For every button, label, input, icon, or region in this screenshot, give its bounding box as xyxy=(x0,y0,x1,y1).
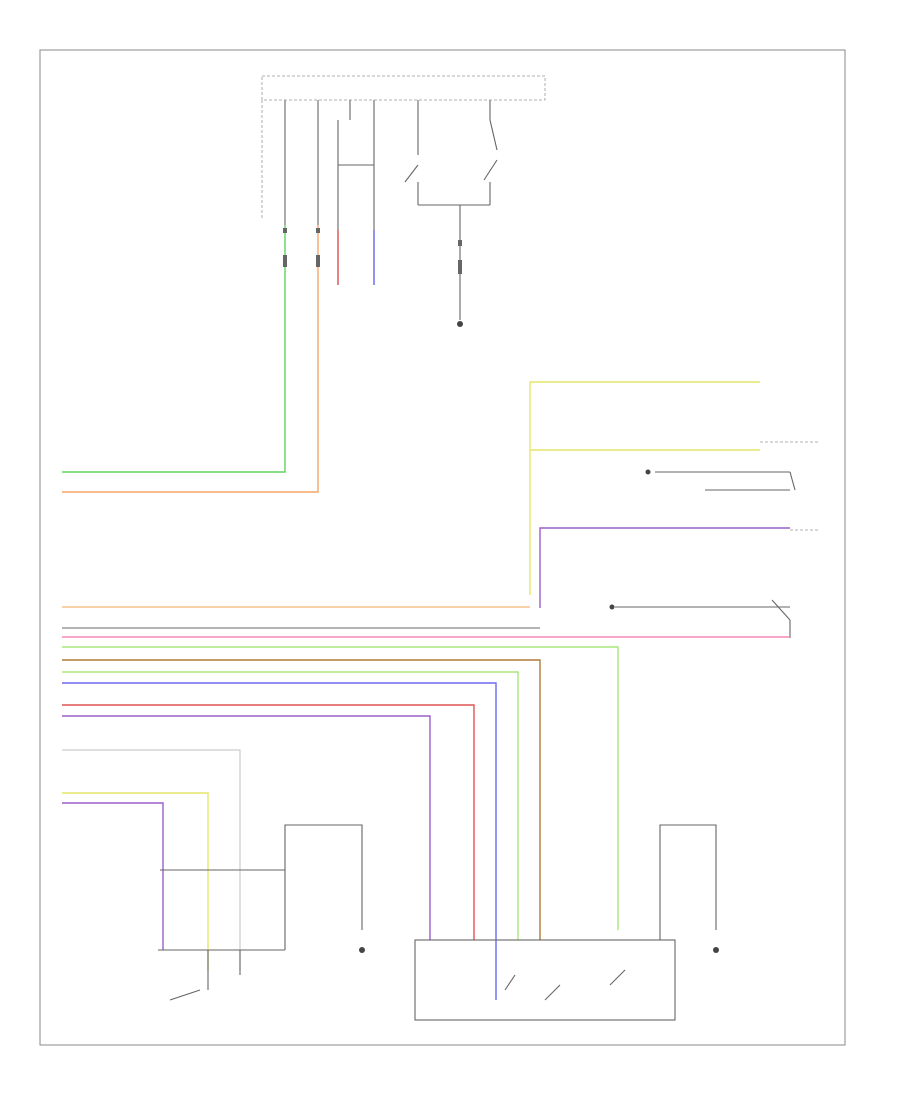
top-module xyxy=(261,75,546,220)
page-frame xyxy=(39,49,846,1046)
wire-green-1 xyxy=(62,120,287,473)
center-ground-icon xyxy=(457,321,463,327)
left-module xyxy=(158,824,365,1001)
right-units xyxy=(529,381,820,638)
right-ground-icon xyxy=(713,947,719,953)
left-lower-wires xyxy=(62,749,241,970)
wire-orange-2 xyxy=(62,120,320,493)
center-connector xyxy=(337,120,375,285)
left-ground-icon xyxy=(359,947,365,953)
bus-wires xyxy=(62,606,790,1000)
right-module xyxy=(414,824,719,1021)
top-internal-switches xyxy=(404,119,498,327)
